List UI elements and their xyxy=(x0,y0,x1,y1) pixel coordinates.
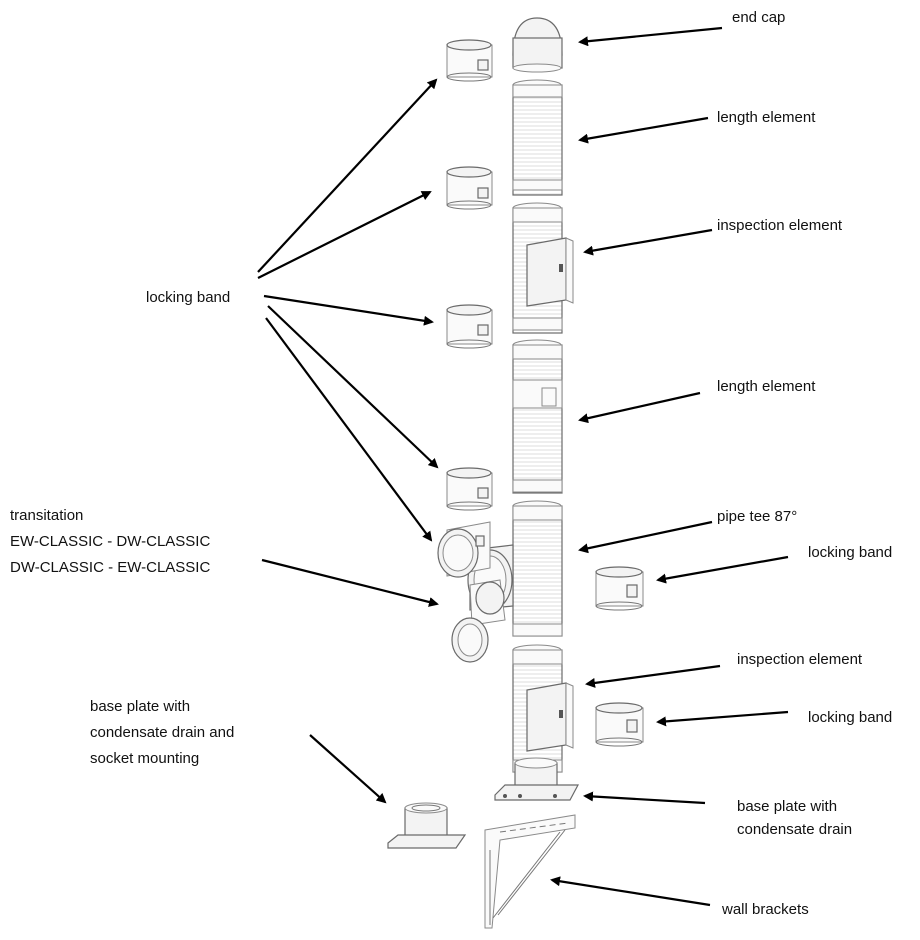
locking-band-part-6 xyxy=(595,702,644,747)
arrow-end-cap xyxy=(578,26,723,47)
label-wall-brackets: wall brackets xyxy=(721,901,809,918)
transition-part-2 xyxy=(451,579,506,663)
label-locking-band-group: locking band xyxy=(146,289,230,306)
inspection-element-part-1 xyxy=(512,202,574,334)
base-plate-socket-part xyxy=(387,802,467,849)
label-inspection-element-2: inspection element xyxy=(737,651,863,668)
label-base-plate-socket-1: base plate with xyxy=(90,698,190,715)
label-base-plate-1: base plate with xyxy=(737,798,837,815)
label-transition-3: DW-CLASSIC - EW-CLASSIC xyxy=(10,559,210,576)
end-cap-part xyxy=(512,17,563,73)
label-transition-2: EW-CLASSIC - DW-CLASSIC xyxy=(10,533,210,550)
arrow-locking-band-5 xyxy=(656,555,789,584)
length-element-part-2 xyxy=(512,339,563,494)
arrows xyxy=(257,26,789,907)
label-locking-band-right-2: locking band xyxy=(808,709,892,726)
inspection-element-part-2 xyxy=(512,644,574,773)
label-transition-1: transitation xyxy=(10,507,83,524)
label-length-element-1: length element xyxy=(717,109,816,126)
arrow-transition-1 xyxy=(265,317,433,542)
arrow-base-plate-socket xyxy=(309,734,387,804)
arrow-inspection-element-2 xyxy=(585,664,721,688)
arrow-length-element-1 xyxy=(578,116,709,144)
label-base-plate-2: condensate drain xyxy=(737,821,852,838)
label-length-element-2: length element xyxy=(717,378,816,395)
locking-band-part-3 xyxy=(446,304,493,349)
base-plate-part xyxy=(494,757,579,801)
arrow-locking-band-4 xyxy=(267,305,439,469)
wall-brackets-part xyxy=(484,814,576,929)
arrow-pipe-tee xyxy=(578,520,713,554)
arrow-base-plate xyxy=(583,791,706,805)
locking-band-part-4 xyxy=(446,467,493,511)
length-element-part-1 xyxy=(512,79,563,196)
label-end-cap: end cap xyxy=(732,9,785,26)
transition-part-1 xyxy=(437,521,491,578)
label-base-plate-socket-2: condensate drain and xyxy=(90,724,234,741)
arrow-inspection-element-1 xyxy=(583,228,713,256)
label-pipe-tee: pipe tee 87° xyxy=(717,508,797,525)
label-base-plate-socket-3: socket mounting xyxy=(90,750,199,767)
arrow-locking-band-3 xyxy=(263,294,434,326)
label-inspection-element-1: inspection element xyxy=(717,217,843,234)
arrow-transition-2 xyxy=(261,558,439,607)
arrow-locking-band-6 xyxy=(656,710,789,727)
arrow-wall-brackets xyxy=(550,876,711,907)
locking-band-part-5 xyxy=(595,566,644,611)
label-locking-band-right-1: locking band xyxy=(808,544,892,561)
arrow-locking-band-2 xyxy=(257,191,432,279)
locking-band-part-2 xyxy=(446,166,493,210)
arrow-locking-band-1 xyxy=(257,78,438,273)
arrow-length-element-2 xyxy=(578,391,701,424)
locking-band-part-1 xyxy=(446,39,493,82)
